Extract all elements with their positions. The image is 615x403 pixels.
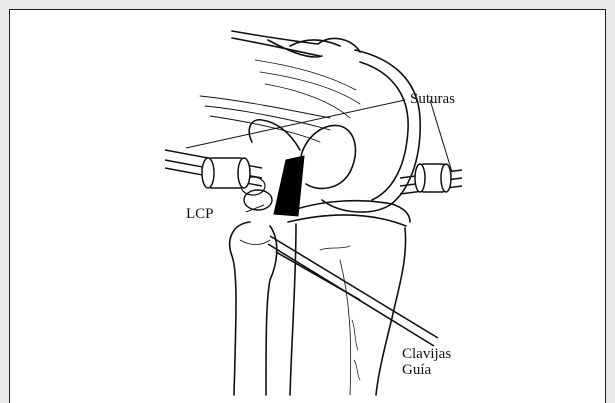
lcp-label: LCP <box>186 206 214 222</box>
clavijas-label-line1: Clavijas <box>402 346 451 362</box>
lcp-leader <box>246 205 264 212</box>
graft-shape <box>274 156 304 216</box>
suturas-label: Suturas <box>410 91 455 107</box>
left-bushing <box>202 158 250 188</box>
clavijas-label-line2: Guía <box>402 362 432 378</box>
guide-pins <box>268 236 438 346</box>
tibia-drawing <box>230 201 410 395</box>
right-bushing <box>415 164 451 192</box>
